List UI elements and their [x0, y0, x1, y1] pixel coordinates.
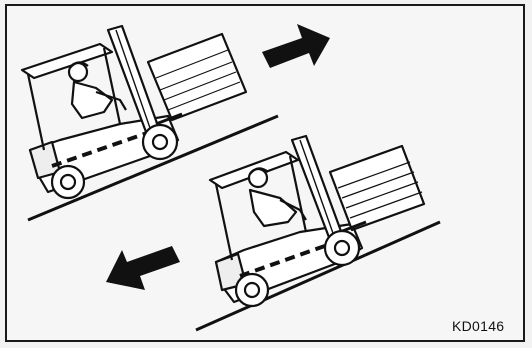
arrow-left-down-icon — [106, 246, 180, 290]
forklift-forward-uphill-icon — [22, 26, 246, 198]
figure-code: KD0146 — [452, 318, 504, 334]
arrow-up-right-icon — [262, 24, 330, 68]
forklift-reverse-downhill-icon — [210, 136, 424, 306]
